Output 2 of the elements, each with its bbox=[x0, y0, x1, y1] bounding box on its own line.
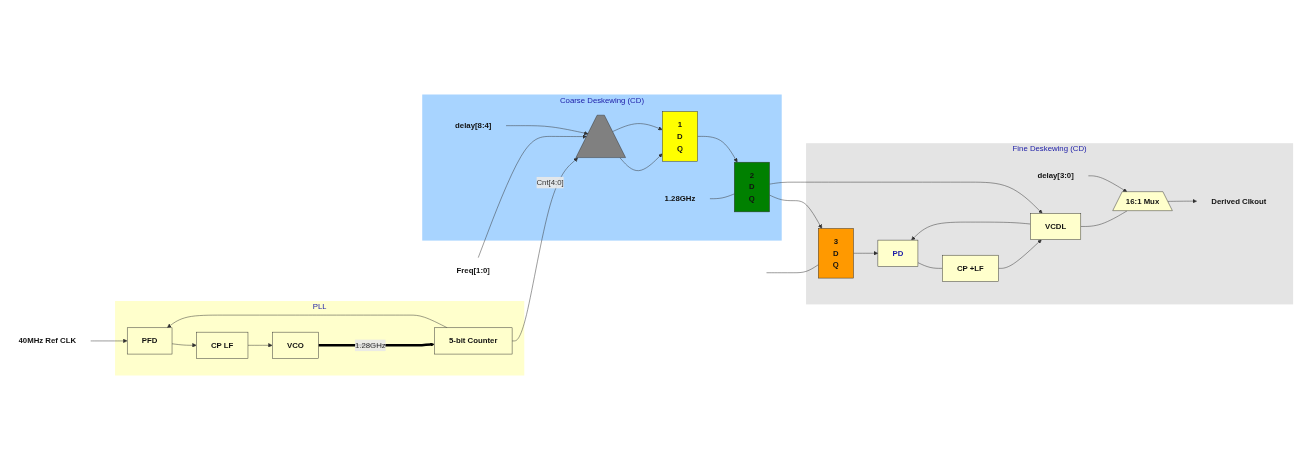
connector bbox=[709, 193, 735, 199]
node-trapezoid bbox=[575, 114, 626, 158]
